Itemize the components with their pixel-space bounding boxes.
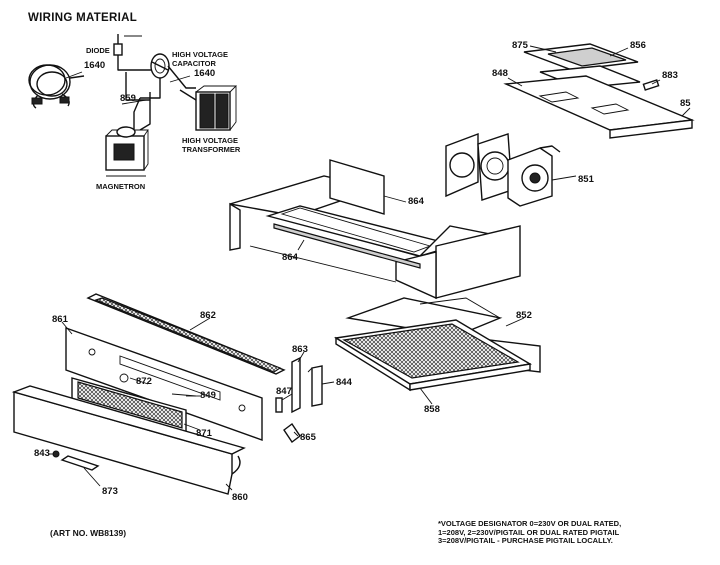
callout-858: 858 — [424, 404, 440, 415]
capacitor-part — [117, 53, 196, 101]
grille-871 — [71, 377, 187, 435]
trim-860 — [11, 385, 246, 495]
part-872 — [119, 373, 129, 383]
handle-873 — [60, 455, 100, 471]
transformer-part — [195, 85, 238, 131]
mounting-plate-848 — [503, 75, 695, 139]
callout-871: 871 — [196, 428, 213, 439]
bracket-844 — [307, 365, 323, 407]
capacitor-label: HIGH VOLTAGE CAPACITOR — [172, 50, 228, 68]
part-847 — [275, 397, 283, 413]
callout-849: 849 — [200, 390, 216, 401]
callout-864-b: 864 — [282, 252, 299, 263]
switch-865 — [283, 422, 301, 444]
filter-858 — [334, 319, 533, 392]
magnetron-label: MAGNETRON — [96, 182, 146, 191]
callout-865: 865 — [300, 432, 317, 443]
callout-872: 872 — [136, 376, 152, 387]
callout-851: 851 — [578, 174, 595, 185]
panel-861 — [65, 327, 263, 441]
voltage-note-line-1: *VOLTAGE DESIGNATOR 0=230V OR DUAL RATED… — [438, 519, 622, 528]
bracket-863 — [291, 356, 301, 414]
callout-861: 861 — [52, 314, 69, 325]
callout-85: 85 — [680, 98, 691, 109]
blower-assembly-851 — [445, 132, 561, 207]
housing-864 — [229, 159, 521, 300]
section-title: WIRING MATERIAL — [28, 12, 138, 24]
callout-875: 875 — [512, 40, 529, 51]
voltage-note-line-3: 3=208V/PIGTAIL - PURCHASE PIGTAIL LOCALL… — [438, 536, 613, 545]
wire-harness-coil — [28, 64, 85, 109]
diode-part — [113, 34, 142, 60]
rail-852 — [86, 293, 286, 375]
diode-label: DIODE — [86, 46, 110, 55]
callout-labels: 1640 1640 859 875 856 848 883 85 851 864… — [34, 40, 691, 503]
voltage-note-line-2: 1=208V, 2=230V/PIGTAIL OR DUAL RATED PIG… — [438, 527, 620, 537]
transformer-label: HIGH VOLTAGE TRANSFORMER — [182, 136, 240, 154]
capacitor-label-line-2: CAPACITOR — [172, 59, 216, 68]
callout-843: 843 — [34, 448, 50, 459]
callout-844: 844 — [336, 377, 353, 388]
transformer-label-line-2: TRANSFORMER — [182, 145, 241, 154]
transformer-label-line-1: HIGH VOLTAGE — [182, 136, 238, 145]
callout-859: 859 — [120, 93, 136, 104]
callout-852: 852 — [516, 310, 532, 321]
callout-862: 862 — [200, 310, 216, 321]
capacitor-label-line-1: HIGH VOLTAGE — [172, 50, 228, 59]
callout-873: 873 — [102, 486, 118, 497]
callout-1640-b: 1640 — [194, 68, 215, 79]
callout-848: 848 — [492, 68, 508, 79]
voltage-note: *VOLTAGE DESIGNATOR 0=230V OR DUAL RATED… — [438, 519, 622, 546]
callout-864-a: 864 — [408, 196, 425, 207]
callout-856: 856 — [630, 40, 646, 51]
art-number: (ART NO. WB8139) — [50, 528, 127, 538]
leader-lines — [48, 45, 691, 491]
magnetron-part — [105, 126, 149, 177]
callout-883: 883 — [662, 70, 678, 81]
callout-1640-a: 1640 — [84, 60, 105, 71]
callout-847: 847 — [276, 386, 292, 397]
wire-leads — [133, 89, 197, 131]
callout-863: 863 — [292, 344, 308, 355]
callout-860: 860 — [232, 492, 248, 503]
top-plate-875 — [523, 43, 639, 71]
